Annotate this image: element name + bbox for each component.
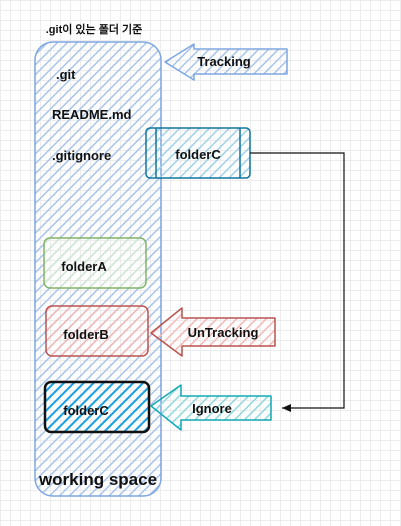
working-space-label: working space	[38, 470, 157, 489]
folder-c-tracked-label: folderC	[175, 147, 221, 162]
folder-c-to-ignore-connector	[250, 152, 345, 412]
folder-a-label: folderA	[61, 259, 107, 274]
tracking-arrow: Tracking	[164, 43, 288, 81]
folder-b-label: folderB	[63, 327, 109, 342]
folder-a-box: folderA	[43, 237, 147, 289]
header-caption: .git이 있는 폴더 기준	[46, 22, 143, 36]
ignore-arrow: Ignore	[150, 384, 272, 431]
untracking-label: UnTracking	[188, 325, 259, 340]
folder-c-ignored-box: folderC	[43, 380, 151, 434]
untracking-arrow: UnTracking	[150, 307, 276, 357]
ignore-label: Ignore	[192, 401, 232, 416]
git-folder-item: .git	[56, 67, 76, 82]
readme-file-item: README.md	[52, 107, 132, 122]
gitignore-file-item: .gitignore	[52, 148, 111, 163]
folder-b-box: folderB	[45, 305, 149, 357]
folder-c-tracked-box: folderC	[145, 127, 251, 179]
tracking-label: Tracking	[197, 54, 251, 69]
folder-c-ignored-label: folderC	[63, 403, 109, 418]
